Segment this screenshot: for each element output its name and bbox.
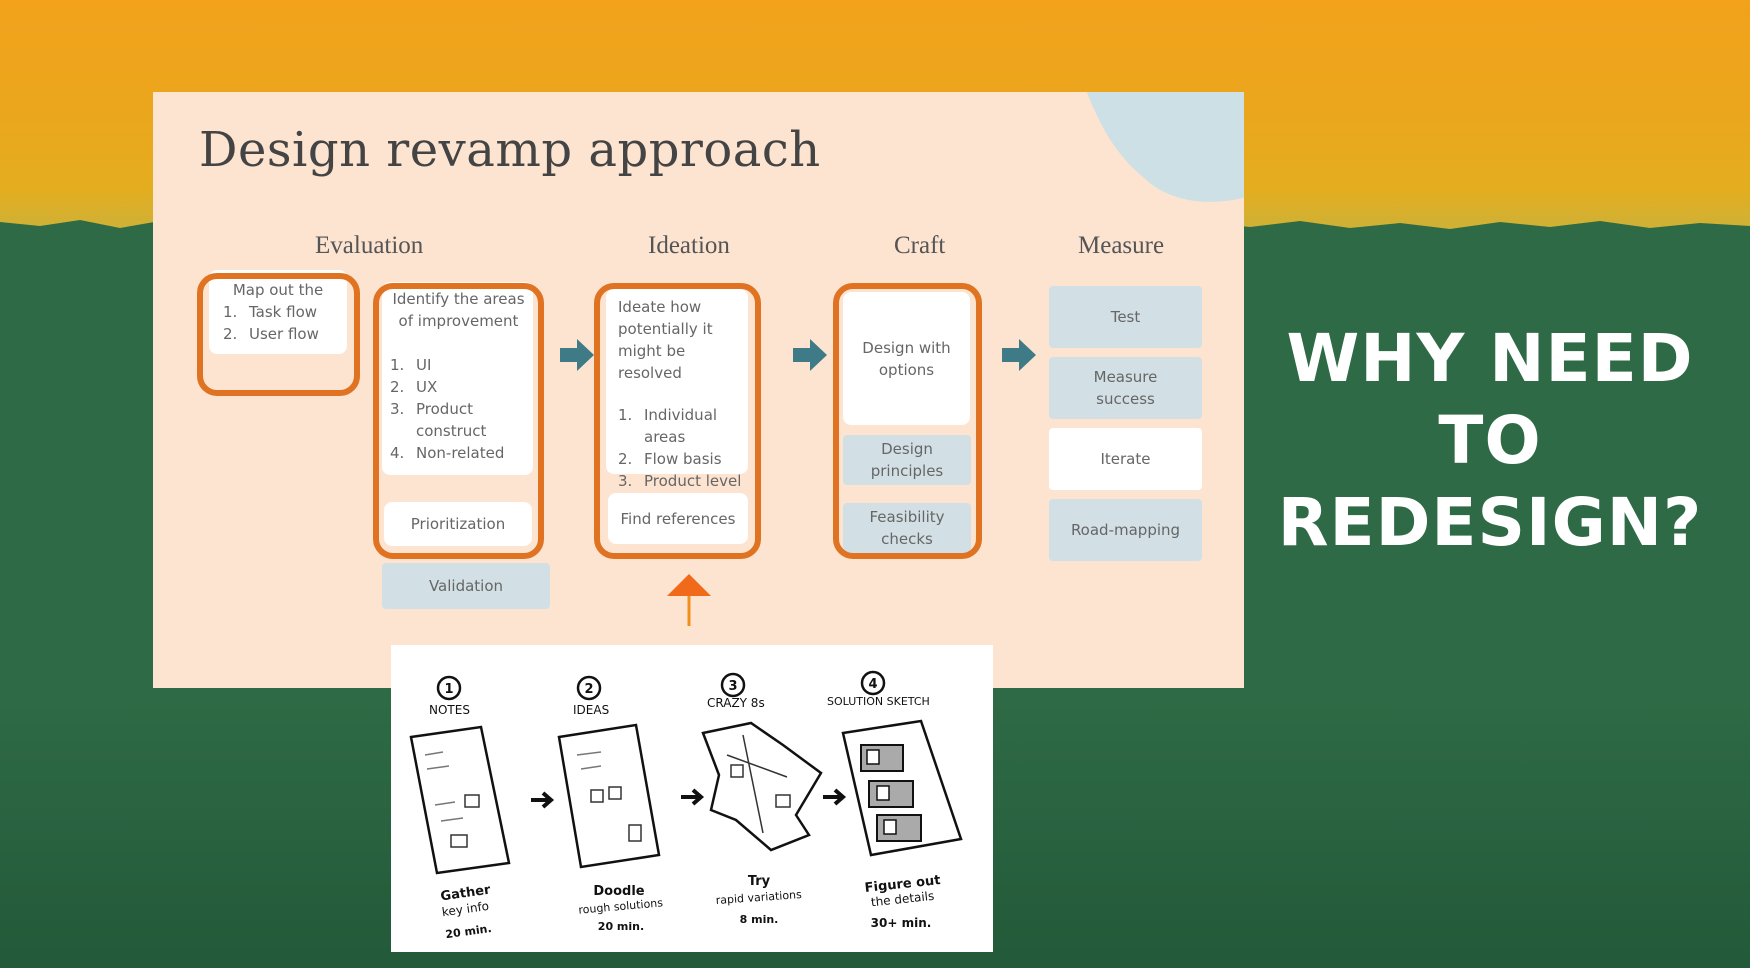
step-label: NOTES (429, 703, 470, 717)
flow-arrow-icon (1002, 339, 1036, 371)
sprint-sketch-panel: 1 NOTES Gather key info 20 min. 2 IDEAS … (391, 645, 993, 952)
road-mapping-label: Road-mapping (1070, 521, 1181, 539)
column-heading-craft: Craft (894, 232, 946, 259)
design-principles-box: Design principles (843, 435, 971, 485)
list-item: 4.Non-related (390, 444, 505, 462)
test-box: Test (1049, 286, 1202, 348)
measure-success-box: Measure success (1049, 357, 1202, 419)
step-time: 8 min. (740, 913, 779, 926)
step-time: 20 min. (445, 922, 493, 941)
sketch-arrow-icon (823, 788, 847, 806)
highlight-outline (373, 283, 544, 559)
validation-label: Validation (428, 577, 504, 595)
step-caption: Try (748, 874, 771, 889)
map-out-heading: Map out the (232, 281, 324, 299)
test-label: Test (1110, 308, 1141, 326)
headline-line-1: WHY NEED (1286, 320, 1694, 397)
step-number: 4 (868, 677, 877, 692)
decorative-blob (1086, 92, 1244, 202)
map-out-list: 1.Task flow 2.User flow (219, 301, 337, 345)
iterate-label: Iterate (1100, 450, 1151, 468)
column-heading-ideation: Ideation (648, 232, 730, 259)
sketch-step-notes: 1 NOTES Gather key info 20 min. (409, 675, 511, 941)
slide-panel: Design revamp approach Evaluation Ideati… (153, 92, 1244, 688)
find-references-box: Find references (608, 493, 748, 544)
prioritization-box: Prioritization (384, 502, 532, 546)
up-arrow-icon (667, 574, 711, 626)
step-number: 2 (584, 682, 593, 697)
highlight-outline (197, 273, 360, 396)
identify-list: 1.UI 2.UX 3.Product construct 4.Non-rela… (390, 354, 533, 464)
design-options-box: Design with options (843, 292, 970, 425)
list-item: 2.User flow (223, 325, 319, 343)
headline-line-3: REDESIGN? (1277, 484, 1703, 561)
step-caption: rapid variations (715, 888, 802, 907)
sketch-arrow-icon (531, 791, 555, 809)
ideate-box: Ideate how potentially it might be resol… (606, 289, 748, 490)
step-label: IDEAS (573, 703, 609, 717)
list-item: 3.Product construct (390, 400, 487, 440)
sketch-step-ideas: 2 IDEAS Doodle rough solutions 20 min. (557, 675, 664, 933)
identify-areas-box: Identify the areas of improvement 1.UI 2… (382, 282, 533, 475)
step-number: 3 (728, 679, 737, 694)
headline: WHY NEED TO REDESIGN? (1270, 318, 1710, 564)
validation-box: Validation (382, 563, 550, 609)
column-heading-evaluation: Evaluation (315, 232, 424, 259)
list-item: 1.UI (390, 356, 432, 374)
step-caption: the details (870, 889, 935, 910)
identify-heading: Identify the areas of improvement (392, 290, 525, 330)
step-caption: Gather (440, 883, 492, 905)
ideate-heading: Ideate how potentially it might be resol… (618, 298, 713, 382)
iterate-box: Iterate (1049, 428, 1202, 490)
feasibility-checks-label: Feasibility checks (869, 508, 945, 548)
sketch-step-crazy-8s: 3 CRAZY 8s Try rapid variations 8 min. (701, 672, 823, 926)
sketch-arrow-icon (681, 788, 705, 806)
step-caption: rough solutions (578, 896, 664, 916)
step-number: 1 (444, 682, 453, 697)
column-heading-measure: Measure (1078, 232, 1165, 259)
flow-arrow-icon (793, 339, 827, 371)
step-label: CRAZY 8s (707, 696, 765, 710)
design-principles-label: Design principles (870, 440, 944, 480)
design-options-label: Design with options (862, 338, 951, 379)
slide-title: Design revamp approach (199, 122, 821, 178)
ideate-list: 1.Individual areas 2.Flow basis 3.Produc… (618, 404, 748, 492)
list-item: 3.Product level (618, 472, 742, 490)
list-item: 2.UX (390, 378, 438, 396)
measure-success-label: Measure success (1093, 368, 1158, 408)
prioritization-label: Prioritization (410, 515, 506, 533)
find-references-label: Find references (620, 509, 736, 528)
feasibility-checks-box: Feasibility checks (843, 503, 971, 553)
step-time: 20 min. (598, 920, 644, 933)
flow-arrow-icon (560, 339, 594, 371)
step-caption: Doodle (593, 884, 644, 899)
headline-line-2: TO (1438, 402, 1542, 479)
list-item: 1.Individual areas (618, 406, 718, 446)
list-item: 2.Flow basis (618, 450, 722, 468)
sketch-step-solution-sketch: 4 SOLUTION SKETCH Figure out the details… (827, 670, 963, 930)
step-time: 30+ min. (871, 916, 932, 930)
highlight-outline (594, 283, 761, 559)
step-caption: key info (441, 899, 490, 919)
road-mapping-box: Road-mapping (1049, 499, 1202, 561)
step-label: SOLUTION SKETCH (827, 695, 930, 708)
map-out-box: Map out the 1.Task flow 2.User flow (209, 270, 347, 354)
highlight-outline (833, 283, 982, 559)
list-item: 1.Task flow (223, 303, 318, 321)
